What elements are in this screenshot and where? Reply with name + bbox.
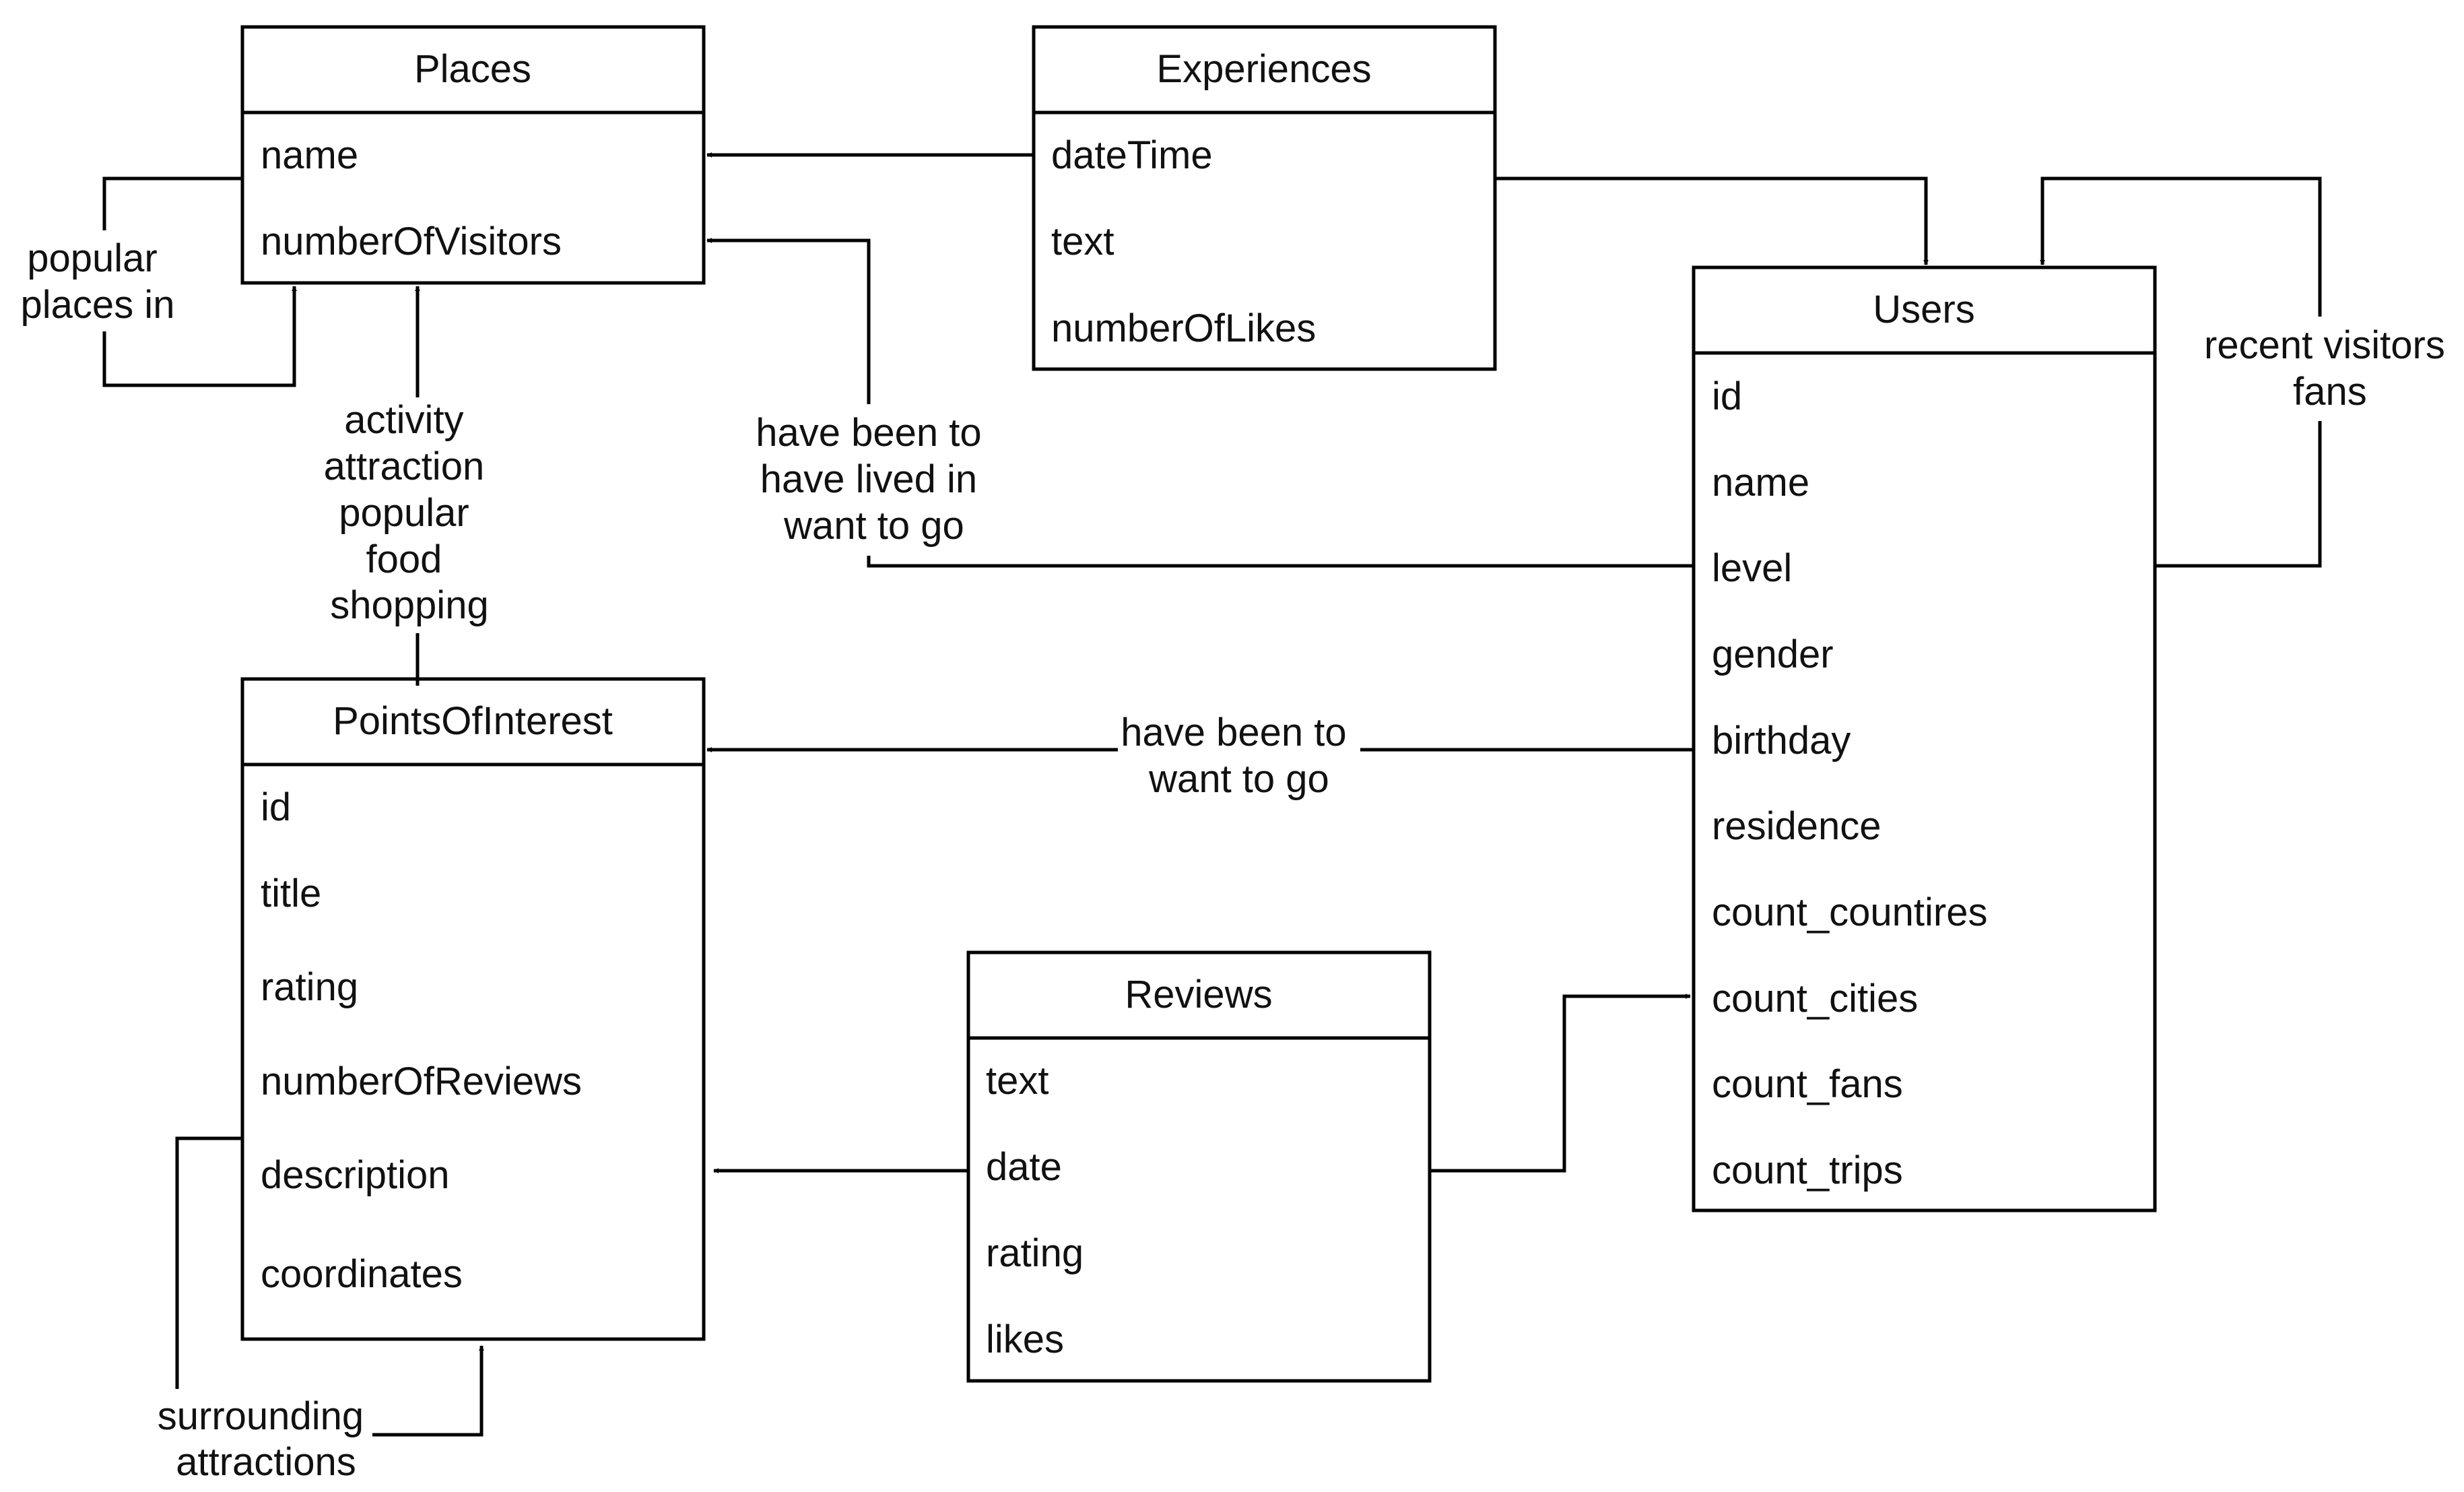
label-users-to-places: have been to have lived in want to go [756, 411, 993, 548]
edge-users-self [2040, 176, 2322, 568]
users-field-count-trips: count_trips [1712, 1148, 1903, 1192]
label-poi-to-places-line-1: activity [344, 398, 463, 442]
label-users-to-places-line-2: have lived in [760, 457, 977, 501]
reviews-field-likes: likes [986, 1318, 1064, 1361]
label-poi-to-places-line-5: shopping [330, 583, 488, 627]
label-poi-to-places-line-4: food [366, 538, 442, 581]
label-users-to-poi-line-2: want to go [1148, 757, 1329, 801]
reviews-field-rating: rating [986, 1231, 1084, 1275]
entity-experiences[interactable]: Experiences dateTime text numberOfLikes [1032, 25, 1497, 371]
poi-field-id: id [261, 785, 291, 829]
entity-users[interactable]: Users id name level gender birthday resi… [1692, 265, 2157, 1212]
places-field-name: name [261, 133, 358, 177]
users-field-name: name [1712, 461, 1809, 505]
label-places-self-line-1: popular [27, 236, 157, 280]
label-poi-self-line-2: attractions [176, 1440, 356, 1484]
label-places-self-line-2: places in [21, 283, 175, 327]
label-places-self: popular places in [21, 236, 175, 327]
label-users-to-poi: have been to want to go [1121, 711, 1358, 801]
label-poi-to-places-line-3: popular [339, 491, 469, 535]
reviews-field-text: text [986, 1059, 1049, 1103]
poi-title: PointsOfInterest [333, 699, 613, 743]
places-box [240, 25, 706, 285]
poi-to-places-label-bg [306, 397, 522, 633]
users-field-birthday: birthday [1712, 719, 1851, 763]
label-poi-to-places-line-2: attraction [324, 445, 485, 488]
users-to-poi-label-bg [1118, 707, 1360, 808]
reviews-title: Reviews [1125, 973, 1272, 1016]
experiences-box [1032, 25, 1497, 371]
users-to-places-label-bg [753, 404, 995, 556]
experiences-title: Experiences [1156, 47, 1371, 91]
edge-reviews-to-users [1430, 994, 1691, 1173]
poi-field-description: description [261, 1153, 449, 1197]
places-self-label-bg [16, 230, 179, 331]
label-poi-self-line-1: surrounding [158, 1394, 364, 1438]
users-self-label-bg [2202, 317, 2458, 421]
entity-places[interactable]: Places name numberOfVisitors [240, 25, 706, 285]
label-users-self-line-2: fans [2293, 370, 2367, 414]
users-field-count-countires: count_countires [1712, 890, 1987, 934]
entity-points-of-interest[interactable]: PointsOfInterest id title rating numberO… [240, 677, 706, 1341]
poi-field-coordinates: coordinates [261, 1252, 463, 1296]
label-poi-to-places: activity attraction popular food shoppin… [324, 398, 496, 627]
experiences-field-numberoflikes: numberOfLikes [1051, 306, 1316, 350]
users-field-count-cities: count_cities [1712, 977, 1918, 1020]
experiences-field-datetime: dateTime [1051, 133, 1213, 177]
poi-field-rating: rating [261, 965, 358, 1009]
poi-field-numberofreviews: numberOfReviews [261, 1060, 582, 1103]
reviews-field-date: date [986, 1145, 1062, 1189]
edge-places-self [102, 176, 297, 387]
users-field-residence: residence [1712, 804, 1881, 848]
poi-field-title: title [261, 872, 321, 915]
poi-self-label-bg [154, 1389, 372, 1490]
reviews-box [966, 950, 1432, 1383]
entity-reviews[interactable]: Reviews text date rating likes [966, 950, 1432, 1383]
users-field-id: id [1712, 375, 1742, 418]
label-users-self: recent visitors fans [2204, 323, 2456, 414]
users-box [1692, 265, 2157, 1212]
label-poi-self: surrounding attractions [158, 1394, 374, 1484]
places-field-numberofvisitors: numberOfVisitors [261, 220, 562, 263]
users-title: Users [1873, 288, 1974, 331]
experiences-field-text: text [1051, 220, 1114, 263]
label-users-to-places-line-3: want to go [783, 504, 964, 548]
users-field-count-fans: count_fans [1712, 1062, 1903, 1106]
label-users-to-places-line-1: have been to [756, 411, 981, 455]
edge-users-to-places [706, 238, 1694, 568]
users-field-level: level [1712, 546, 1792, 590]
label-users-self-line-1: recent visitors [2204, 323, 2445, 367]
edge-experiences-to-users [1495, 176, 1929, 265]
places-title: Places [414, 47, 531, 91]
poi-box [240, 677, 706, 1341]
label-users-to-poi-line-1: have been to [1121, 711, 1346, 754]
users-field-gender: gender [1712, 633, 1834, 676]
